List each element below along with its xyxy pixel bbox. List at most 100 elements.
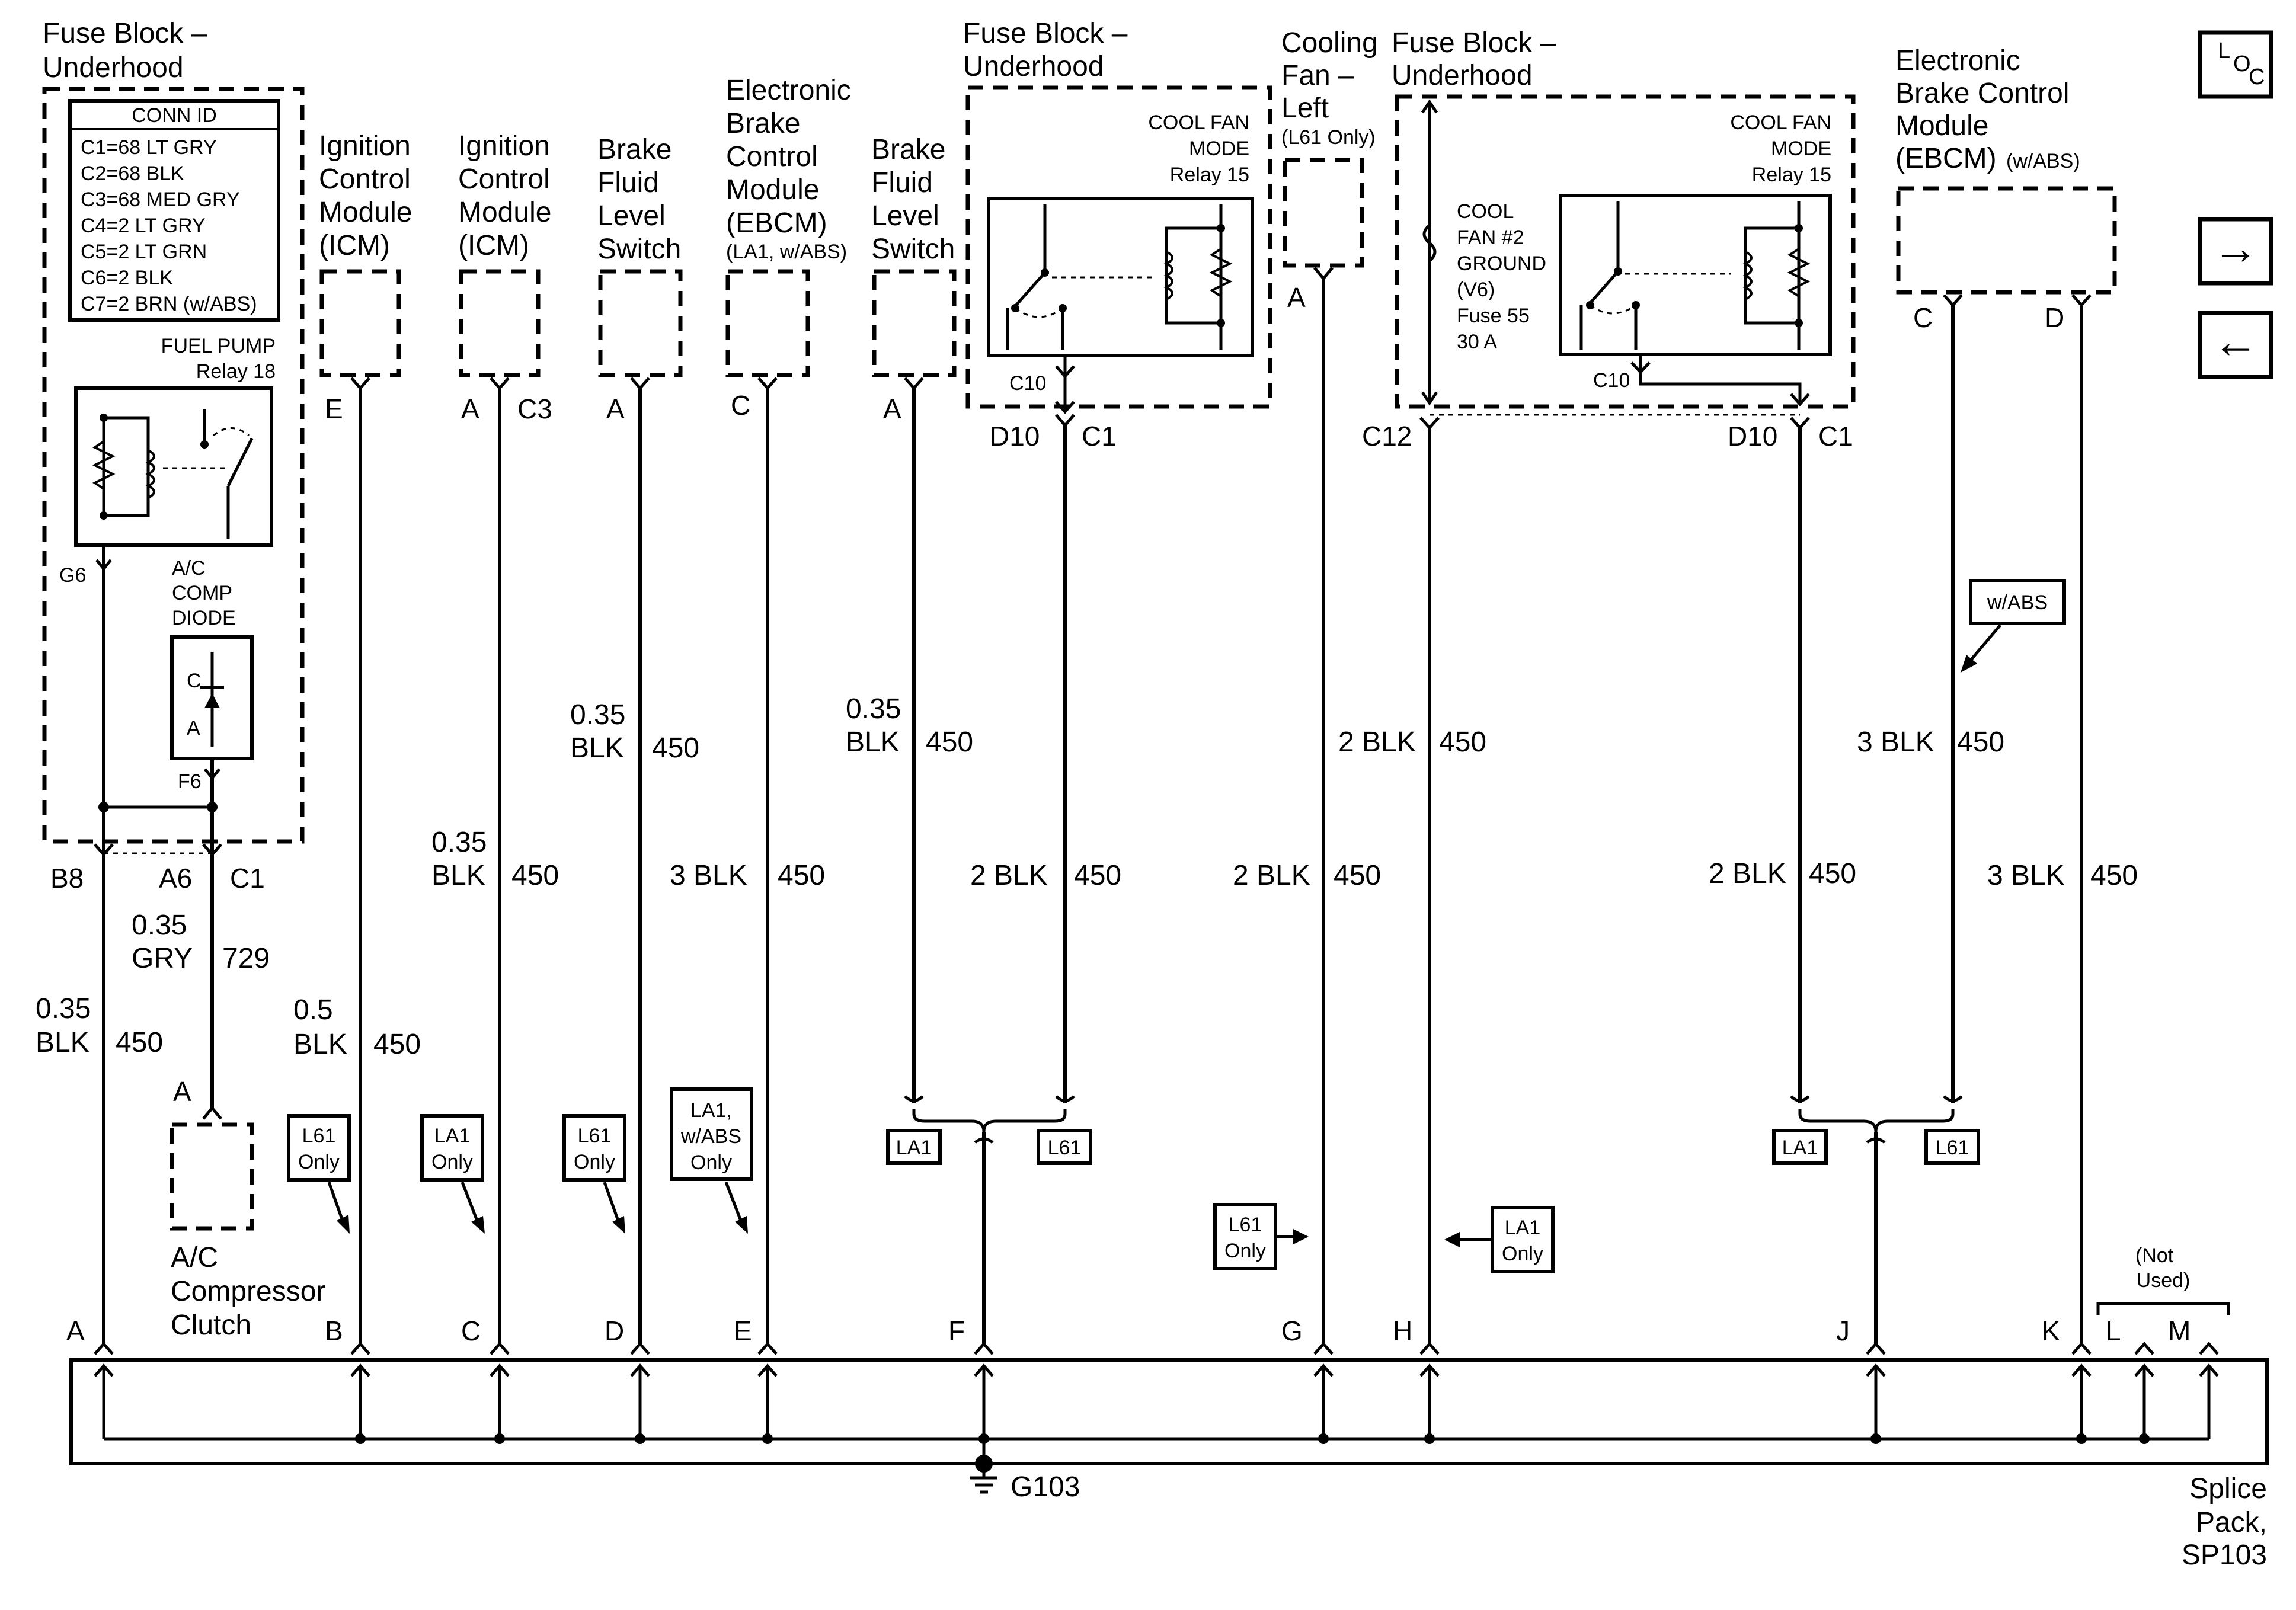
diagram-label: C10 xyxy=(1009,372,1046,395)
fuse-block-underhood-right: Fuse Block – Underhood COOL FAN #2 GROUN… xyxy=(1392,27,1856,409)
diagram-label: COOL FAN xyxy=(1148,111,1249,134)
splice-pin-label: K xyxy=(2042,1315,2060,1346)
electronic-brake-control-module-2: Electronic Brake Control Module (EBCM) (… xyxy=(1857,45,2138,1345)
diagram-label: 0.35 xyxy=(431,827,487,858)
module-title: Underhood xyxy=(43,52,184,84)
diagram-label: A xyxy=(883,393,901,424)
diagram-label: Module xyxy=(1895,110,1988,142)
loc-button[interactable]: L O C xyxy=(2198,30,2273,99)
diagram-label: Fluid xyxy=(597,167,659,199)
option-wabs-tag: w/ABS xyxy=(1961,579,2066,673)
conn-id-row: C2=68 BLK xyxy=(81,162,184,185)
diagram-label: LA1 xyxy=(1505,1217,1541,1239)
wire-color: BLK xyxy=(36,1027,89,1058)
splice-pin-label: G xyxy=(1281,1315,1303,1346)
diode-label: COMP xyxy=(172,582,232,604)
diagram-label: 3 BLK xyxy=(1987,860,2065,891)
splice-pin-label: A xyxy=(66,1315,85,1346)
diagram-label: Brake xyxy=(726,108,800,139)
diagram-label: L61 xyxy=(1048,1137,1082,1159)
wire-color: GRY xyxy=(132,943,193,974)
diagram-label: Fluid xyxy=(871,167,933,199)
splice-pin-label: F xyxy=(948,1315,965,1346)
not-used-label: (Not xyxy=(2135,1244,2174,1267)
splice-pin-label: L xyxy=(2106,1315,2121,1346)
diagram-label: 450 xyxy=(652,732,699,764)
diagram-label: 450 xyxy=(373,1029,421,1060)
diagram-label: Only xyxy=(690,1151,732,1174)
diagram-label: 450 xyxy=(1074,860,1121,891)
component-label: Clutch xyxy=(171,1310,251,1341)
diagram-label: Switch xyxy=(597,233,681,265)
ac-comp-diode: C A xyxy=(170,635,254,760)
diagram-label: Cooling xyxy=(1281,27,1378,59)
diagram-label: Only xyxy=(431,1151,473,1173)
diagram-label: BLK xyxy=(570,732,624,764)
diagram-label: Brake xyxy=(871,134,945,165)
conn-id-row: C1=68 LT GRY xyxy=(81,136,217,159)
splice-pin-label: H xyxy=(1393,1315,1412,1346)
ground-g103: G103 xyxy=(970,1455,1080,1503)
fuse-block-outline xyxy=(42,87,305,844)
cooling-fan-left: Cooling Fan – Left (L61 Only) A 2 BLK 45… xyxy=(1233,27,1381,1345)
diagram-label: Level xyxy=(597,200,666,232)
diagram-label: Control xyxy=(726,141,818,172)
splice-pin-label: M xyxy=(2168,1315,2191,1346)
diode-anode-label: A xyxy=(187,717,200,740)
splice-pin-label: D xyxy=(605,1315,624,1346)
diagram-label: A xyxy=(1287,282,1306,313)
diagram-label: MODE xyxy=(1189,137,1249,160)
diagram-label: 450 xyxy=(926,726,973,758)
diagram-label: Only xyxy=(574,1151,615,1173)
wire-circuit: 729 xyxy=(222,943,270,974)
diagram-label: Relay 15 xyxy=(1170,164,1249,186)
diagram-label: Module xyxy=(458,197,551,228)
diagram-label: Electronic xyxy=(726,75,851,106)
diagram-label: LA1 xyxy=(896,1137,932,1159)
diagram-label: (V6) xyxy=(1457,279,1495,301)
diagram-label: LA1, xyxy=(690,1099,732,1122)
diagram-label: (ICM) xyxy=(458,230,529,261)
diagram-label: (EBCM) xyxy=(1895,143,1997,174)
diagram-label: (ICM) xyxy=(319,230,390,261)
pin-label: D10 xyxy=(1728,421,1777,452)
diagram-label: Ignition xyxy=(458,130,550,162)
diagram-label: L61 xyxy=(302,1125,336,1147)
brake-fluid-level-switch-2: Brake Fluid Level Switch A 0.35 BLK 450 xyxy=(846,134,973,1103)
diagram-label: (EBCM) xyxy=(726,207,827,239)
wire-size: 0.35 xyxy=(132,910,187,941)
back-button[interactable]: ← xyxy=(2198,311,2273,379)
wire-circuit: 450 xyxy=(116,1027,163,1058)
diagram-label: FAN #2 xyxy=(1457,226,1524,249)
fuse-55-symbol xyxy=(1422,224,1437,262)
diagram-label: Underhood xyxy=(1392,60,1533,91)
diode-label: DIODE xyxy=(172,607,236,629)
diagram-label: 450 xyxy=(1334,860,1381,891)
diagram-label: Electronic xyxy=(1895,45,2020,76)
diagram-label: 450 xyxy=(1957,726,2004,758)
conn-id-header: CONN ID xyxy=(132,104,217,127)
splice-internal-arrows xyxy=(94,1363,2219,1377)
splice-pin-label: J xyxy=(1836,1315,1850,1346)
diagram-label: w/ABS xyxy=(680,1125,741,1148)
ground-label: G103 xyxy=(1011,1471,1080,1503)
conn-id-row: C3=68 MED GRY xyxy=(81,188,240,211)
diagram-label: Fuse Block – xyxy=(963,18,1128,49)
diagram-label: O xyxy=(2233,52,2251,76)
electronic-brake-control-module-1: Electronic Brake Control Module (EBCM) (… xyxy=(670,75,851,1345)
relay-number: Relay 18 xyxy=(196,360,276,383)
diagram-label: C3 xyxy=(517,393,552,424)
diagram-label: Underhood xyxy=(963,51,1104,82)
diagram-label: 450 xyxy=(2090,860,2138,891)
pin-label: C1 xyxy=(1082,421,1117,452)
pin-label: C1 xyxy=(1818,421,1853,452)
pin-label: A6 xyxy=(159,863,192,894)
diagram-label: A xyxy=(461,393,479,424)
forward-button[interactable]: → xyxy=(2198,217,2273,286)
diode-cathode-label: C xyxy=(187,670,202,692)
option-splice-right: LA1 L61 xyxy=(1772,1095,1980,1345)
conn-id-row: C5=2 LT GRN xyxy=(81,241,207,263)
conn-id-row: C4=2 LT GRY xyxy=(81,215,206,237)
relay-name: FUEL PUMP xyxy=(161,335,276,357)
diagram-label: 2 BLK xyxy=(1709,858,1786,889)
